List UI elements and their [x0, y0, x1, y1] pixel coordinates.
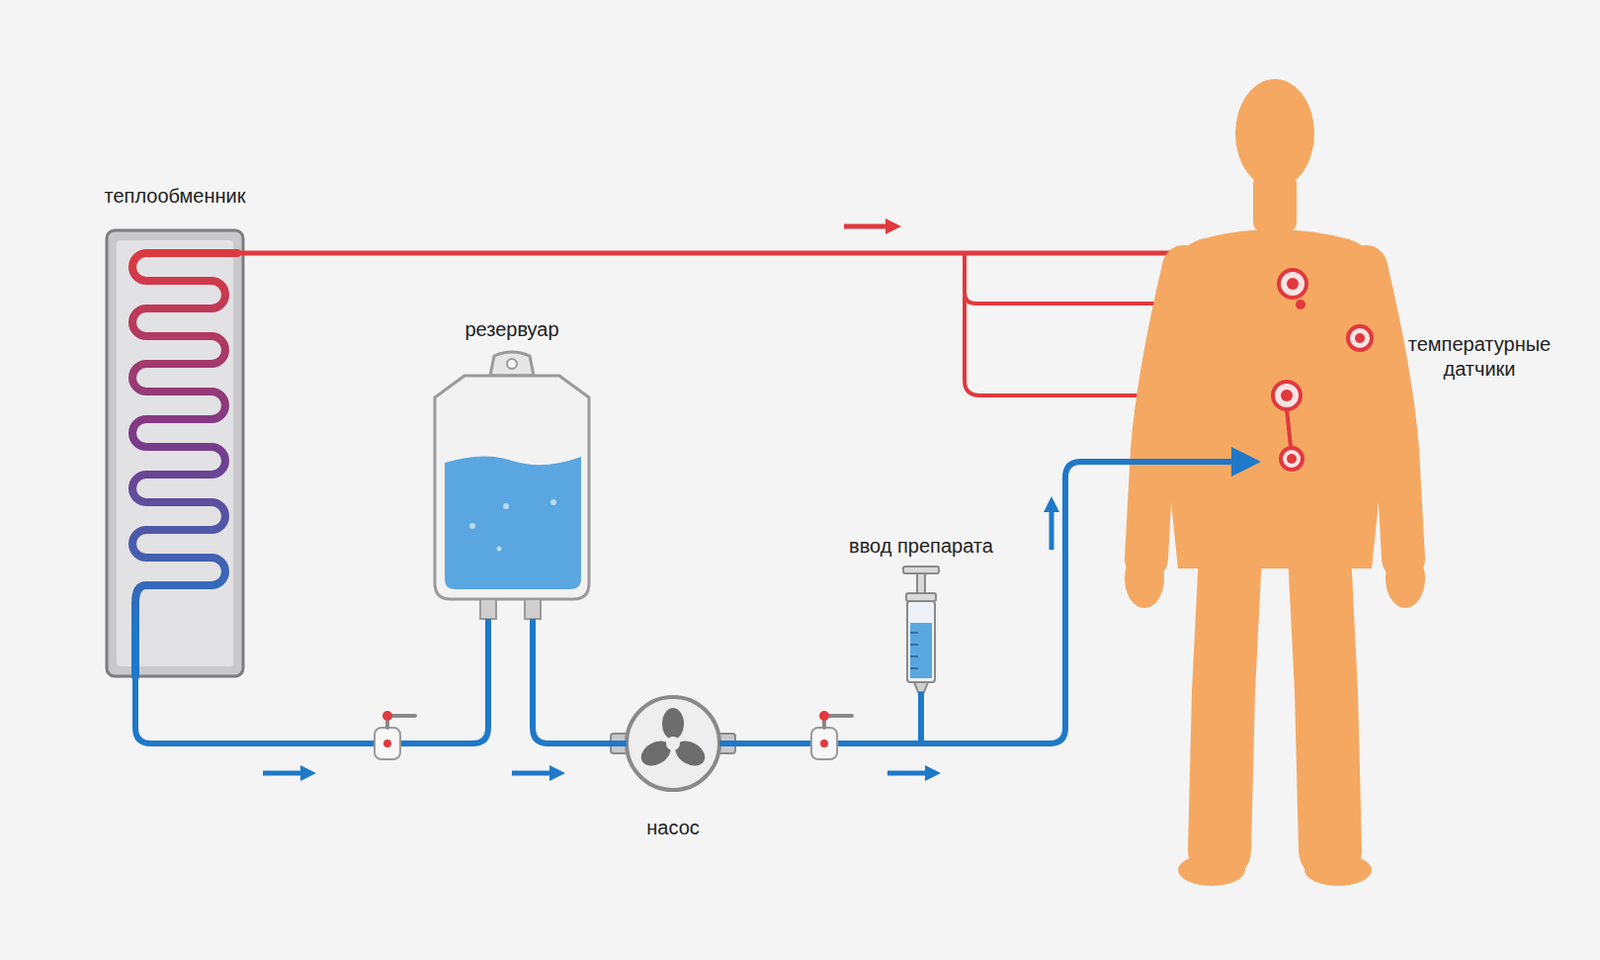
- sensor-label: температурные датчики: [1385, 332, 1574, 382]
- temperature-sensor: [1272, 269, 1372, 470]
- return-line: [920, 461, 1256, 744]
- exchanger-coil: [132, 252, 238, 676]
- valve-symbol: [374, 710, 852, 759]
- syringe-symbol: [903, 566, 939, 692]
- human-figure: [1124, 79, 1426, 886]
- node-label: резервуар: [464, 317, 559, 342]
- pipe-connector: [135, 618, 489, 744]
- node-label: насос: [646, 815, 700, 841]
- reservoir: резервуар: [428, 351, 595, 619]
- heat-exchanger: теплообменник: [106, 230, 244, 676]
- node-label: теплообменник: [104, 183, 247, 209]
- reservoir-bag: [434, 351, 590, 619]
- exchanger-housing: [106, 230, 244, 676]
- pump: насос: [626, 696, 720, 790]
- drug-injection: ввод препарата: [903, 566, 939, 692]
- flow-arrow: [262, 218, 1060, 781]
- supply-line: [237, 252, 1281, 284]
- pipe-connector: [532, 618, 627, 744]
- node-label: ввод препарата: [848, 533, 994, 559]
- pump-symbol: [610, 696, 736, 790]
